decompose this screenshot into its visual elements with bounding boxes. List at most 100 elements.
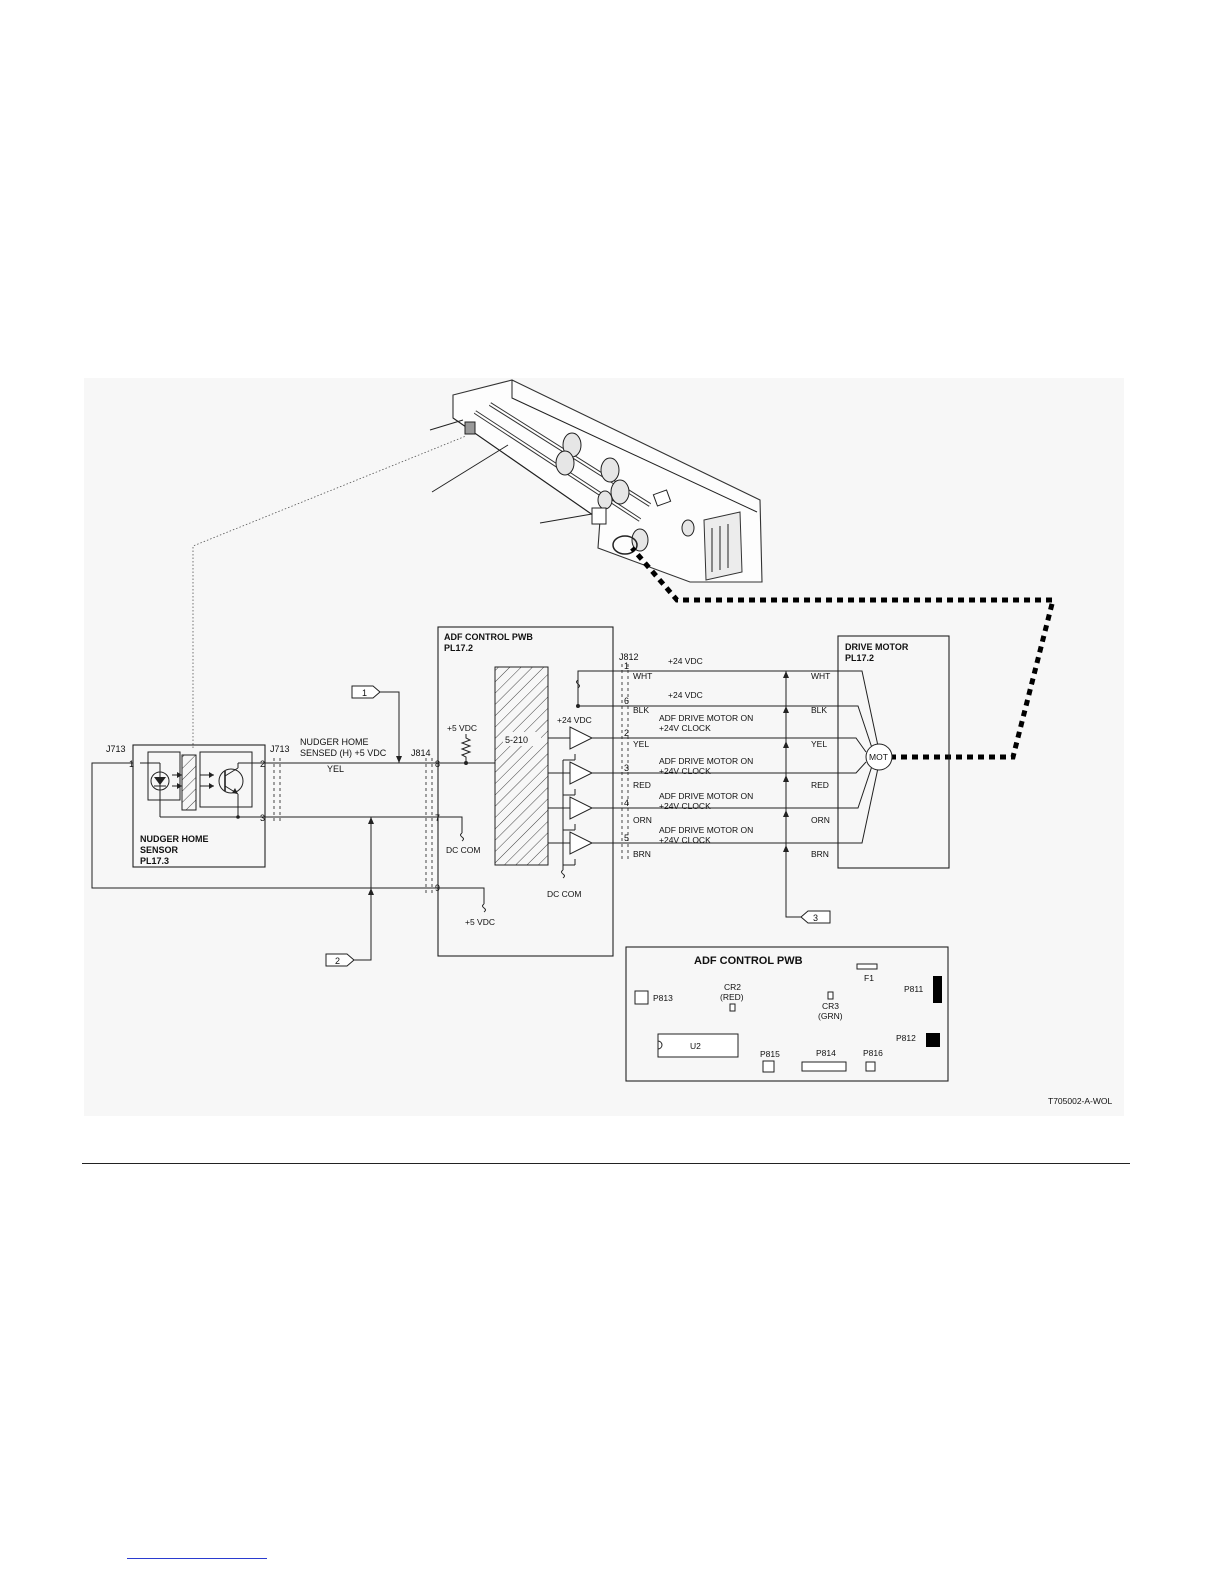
motor-wire-1: WHT [811,671,830,681]
out-wire-4: ORN [633,815,652,825]
footer-rule [82,1163,1130,1164]
led-cr2 [729,1003,736,1012]
pwb-pullup-label: +5 VDC [447,723,477,733]
callout-1: 1 [351,685,402,763]
connector-p811 [933,976,942,1003]
board-cr3-1: CR3 [822,1001,839,1011]
fuse-f1 [856,963,878,970]
board-u2: U2 [690,1041,701,1051]
callout-2: 2 [325,817,374,967]
ic-label: 5-210 [505,735,528,745]
out-pin-3: 3 [624,763,629,773]
board-p814: P814 [816,1048,836,1058]
sensor-plref: PL17.3 [140,856,169,866]
out-wire-2: YEL [633,739,649,749]
board-p811: P811 [904,984,923,994]
out-wire-6: BLK [633,705,649,715]
callout-3-label: 3 [813,913,818,923]
out-sig-2a: ADF DRIVE MOTOR ON [659,713,753,723]
sensor-conn-right: J713 [270,744,290,754]
sensor-location-leader [192,435,467,748]
pwb-plref: PL17.2 [444,643,473,653]
pwb-dccom-in: DC COM [446,845,480,855]
signal-name-1: NUDGER HOME [300,737,369,747]
out-sig-4b: +24V CLOCK [659,801,711,811]
wire-sensor-pin1 [91,762,438,889]
out-sig-5a: ADF DRIVE MOTOR ON [659,825,753,835]
pwb-conn-in: J814 [411,748,431,758]
sensor-pin-3: 3 [260,813,265,823]
figure-id: T705002-A-WOL [1048,1096,1113,1106]
out-sig-1: +24 VDC [668,656,703,666]
pwb-dccom: DC COM [547,889,581,899]
callout-2-label: 2 [335,956,340,966]
sensor-title-2: SENSOR [140,845,179,855]
adf-control-pwb-box [437,626,614,957]
board-p815: P815 [760,1049,780,1059]
motor-title: DRIVE MOTOR [845,642,909,652]
bottom-link-underline [127,1558,267,1559]
pwb-conn-out: J812 [619,652,639,662]
pwb-pin-7: 7 [435,813,440,823]
signal-wire-color: YEL [327,764,344,774]
sensor-pin-2: 2 [260,759,265,769]
motor-symbol-label: MOT [869,752,888,762]
out-wire-1: WHT [633,671,652,681]
out-sig-5b: +24V CLOCK [659,835,711,845]
out-sig-6: +24 VDC [668,690,703,700]
pullup-resistor [460,734,472,763]
out-sig-4a: ADF DRIVE MOTOR ON [659,791,753,801]
out-sig-2b: +24V CLOCK [659,723,711,733]
motor-wire-3: YEL [811,739,827,749]
pwb-5v-in: +5 VDC [465,917,495,927]
motor-plref: PL17.2 [845,653,874,663]
pwb-in-5v [438,887,485,904]
board-f1: F1 [864,973,874,983]
out-sig-3b: +24V CLOCK [659,766,711,776]
drive-motor-box [837,635,950,869]
nudger-home-sensor-box [132,744,266,868]
out-wire-3: RED [633,780,651,790]
pwb-pin-9: 9 [435,883,440,893]
chip-u2 [657,1033,739,1058]
board-p812: P812 [896,1033,916,1043]
board-p816: P816 [863,1048,883,1058]
out-pin-6: 6 [624,696,629,706]
connector-p815 [762,1060,775,1073]
ic-5-210 [494,666,549,866]
out-pin-1: 1 [624,661,629,671]
out-pin-2: 2 [624,728,629,738]
pwb-title: ADF CONTROL PWB [444,632,533,642]
adf-mechanism-illustration [429,379,763,583]
pwb-24v-rail [577,670,613,707]
board-cr3-2: (GRN) [818,1011,843,1021]
callout-1-label: 1 [362,688,367,698]
connector-p814 [801,1061,847,1072]
motor-wire-4: RED [811,780,829,790]
connector-p816 [865,1061,876,1072]
board-p813: P813 [653,993,673,1003]
sensor-title-1: NUDGER HOME [140,834,209,844]
pwb-pin-8: 8 [435,759,440,769]
sensor-conn-left: J713 [106,744,126,754]
out-sig-3a: ADF DRIVE MOTOR ON [659,756,753,766]
pwb-layout-board [625,946,949,1082]
out-wire-5: BRN [633,849,651,859]
mechanical-drive-link [630,546,1057,760]
board-title: ADF CONTROL PWB [694,955,803,967]
board-cr2-2: (RED) [720,992,744,1002]
motor-wire-6: BRN [811,849,829,859]
pwb-24v-label: +24 VDC [557,715,592,725]
board-cr2-1: CR2 [724,982,741,992]
motor-symbol [865,743,893,771]
connector-p812 [926,1033,940,1047]
signal-name-2: SENSED (H) +5 VDC [300,748,387,758]
motor-leads [838,670,879,844]
out-pin-5: 5 [624,833,629,843]
callout-3: 3 [783,671,831,924]
motor-wire-2: BLK [811,705,827,715]
sensor-pin-1: 1 [129,759,134,769]
pwb-in-return [438,816,463,833]
led-cr3 [827,991,834,1000]
